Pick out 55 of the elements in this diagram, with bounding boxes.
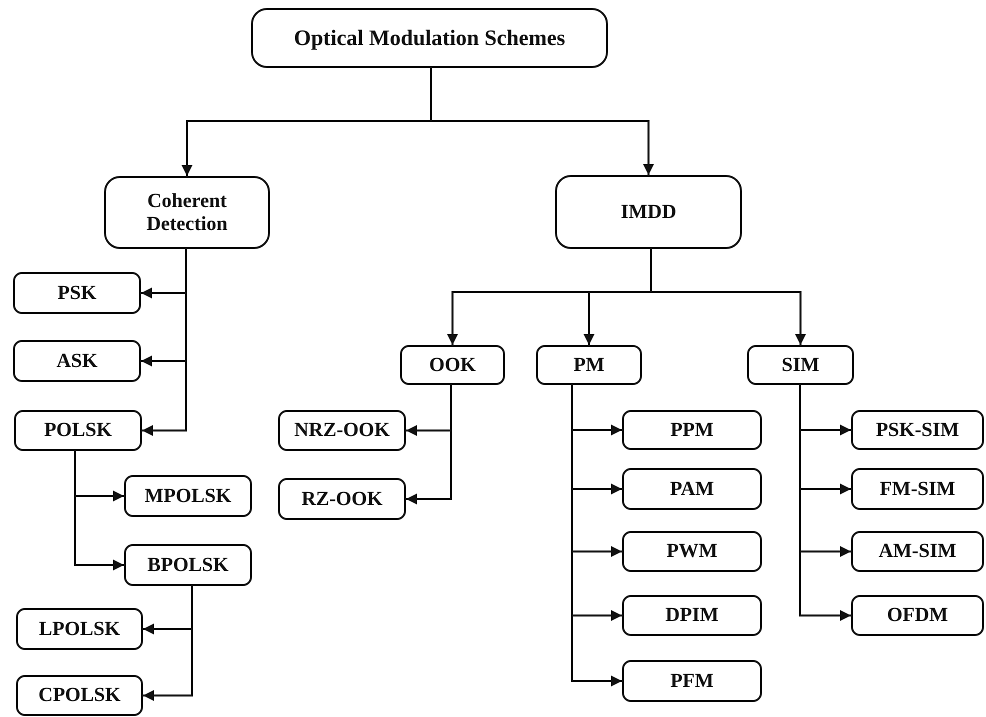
arrow xyxy=(143,586,193,701)
scheme-label: LPOLSK xyxy=(38,618,120,640)
scheme-label: IMDD xyxy=(620,200,676,224)
scheme-label: NRZ-OOK xyxy=(294,419,390,442)
scheme-box xyxy=(16,608,143,650)
scheme-box xyxy=(851,410,984,450)
scheme-box xyxy=(104,176,270,249)
scheme-box xyxy=(622,468,762,510)
arrow xyxy=(430,68,654,175)
scheme-label: AM-SIM xyxy=(878,540,956,563)
scheme-box xyxy=(555,175,742,249)
scheme-box xyxy=(124,544,252,586)
scheme-box xyxy=(851,531,984,572)
scheme-label: Optical Modulation Schemes xyxy=(294,25,566,51)
scheme-box xyxy=(124,475,252,517)
scheme-label: PPM xyxy=(670,418,714,442)
arrow xyxy=(571,385,622,686)
scheme-label: CPOLSK xyxy=(38,684,121,707)
arrow xyxy=(74,451,124,570)
scheme-label: PSK-SIM xyxy=(876,418,960,442)
scheme-label: ASK xyxy=(56,350,98,372)
scheme-box xyxy=(622,410,762,450)
scheme-box xyxy=(747,345,854,385)
scheme-label: POLSK xyxy=(44,419,112,442)
scheme-box xyxy=(622,660,762,702)
scheme-box xyxy=(851,468,984,510)
scheme-label: OFDM xyxy=(886,604,948,627)
arrow xyxy=(406,385,452,504)
scheme-label: SIM xyxy=(782,354,820,376)
scheme-label: FM-SIM xyxy=(880,478,956,500)
scheme-box xyxy=(16,675,143,716)
scheme-box xyxy=(622,531,762,572)
scheme-label: OOK xyxy=(429,354,476,376)
scheme-box xyxy=(536,345,642,385)
scheme-box xyxy=(13,340,141,382)
scheme-label: PM xyxy=(573,354,605,376)
scheme-label: Coherent Detection xyxy=(145,190,229,236)
scheme-box xyxy=(851,595,984,636)
scheme-label: RZ-OOK xyxy=(301,488,383,510)
scheme-label: PFM xyxy=(670,670,714,692)
scheme-label: DPIM xyxy=(665,604,719,627)
scheme-label: PSK xyxy=(58,282,96,304)
scheme-label: MPOLSK xyxy=(144,484,232,508)
scheme-box xyxy=(251,8,608,68)
arrow xyxy=(142,249,187,436)
scheme-label: PAM xyxy=(670,478,714,500)
scheme-box xyxy=(400,345,505,385)
scheme-box xyxy=(13,272,141,314)
scheme-box xyxy=(278,478,406,520)
scheme-label: PWM xyxy=(666,540,718,563)
arrow xyxy=(799,385,851,621)
scheme-label: BPOLSK xyxy=(147,554,229,576)
scheme-box xyxy=(14,410,142,451)
scheme-box xyxy=(278,410,406,451)
scheme-box xyxy=(622,595,762,636)
